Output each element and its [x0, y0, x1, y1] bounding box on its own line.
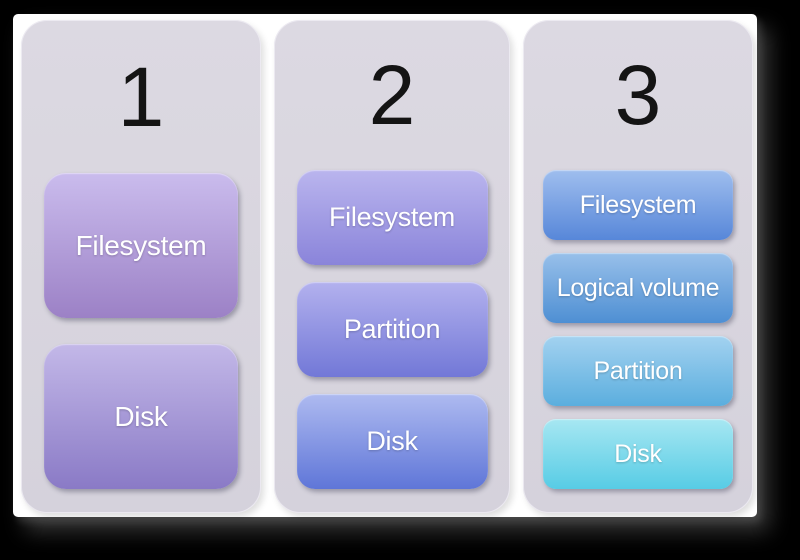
- box-filesystem: Filesystem: [296, 170, 488, 265]
- box-logical-volume: Logical volume: [543, 253, 733, 323]
- column-number: 3: [614, 48, 662, 142]
- box-filesystem: Filesystem: [44, 173, 238, 318]
- box-partition: Partition: [543, 336, 733, 406]
- column-number: 1: [117, 49, 165, 144]
- column-number: 2: [368, 48, 416, 142]
- box-disk: Disk: [44, 344, 238, 489]
- box-partition: Partition: [296, 282, 488, 377]
- box-disk: Disk: [296, 394, 488, 489]
- box-filesystem: Filesystem: [543, 170, 733, 240]
- box-disk: Disk: [543, 419, 733, 489]
